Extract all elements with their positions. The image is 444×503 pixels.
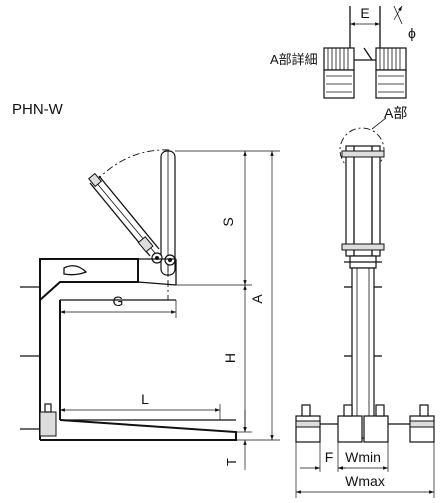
- side-view: [20, 149, 237, 441]
- dim-label-A: A: [249, 294, 265, 304]
- handle-open: [88, 172, 176, 266]
- dim-label-Wmin: Wmin: [345, 449, 381, 465]
- front-view: [295, 117, 435, 443]
- dim-label-S: S: [220, 217, 236, 226]
- dim-label-L: L: [141, 391, 149, 407]
- dim-label-H: H: [222, 353, 238, 363]
- side-dimensions: [59, 150, 280, 470]
- front-dimensions: [295, 442, 435, 498]
- dim-label-E: E: [360, 5, 369, 21]
- dim-label-phi: ϕ: [408, 25, 416, 41]
- detail-title: A部詳細: [270, 52, 318, 67]
- dim-label-G: G: [113, 293, 124, 309]
- dim-label-F: F: [325, 449, 334, 465]
- dim-label-T: T: [224, 458, 239, 466]
- dim-label-Wmax: Wmax: [345, 473, 385, 489]
- model-label: PHN-W: [12, 101, 64, 118]
- detail-a-view: [323, 5, 407, 99]
- detail-ref-label: A部: [384, 105, 407, 121]
